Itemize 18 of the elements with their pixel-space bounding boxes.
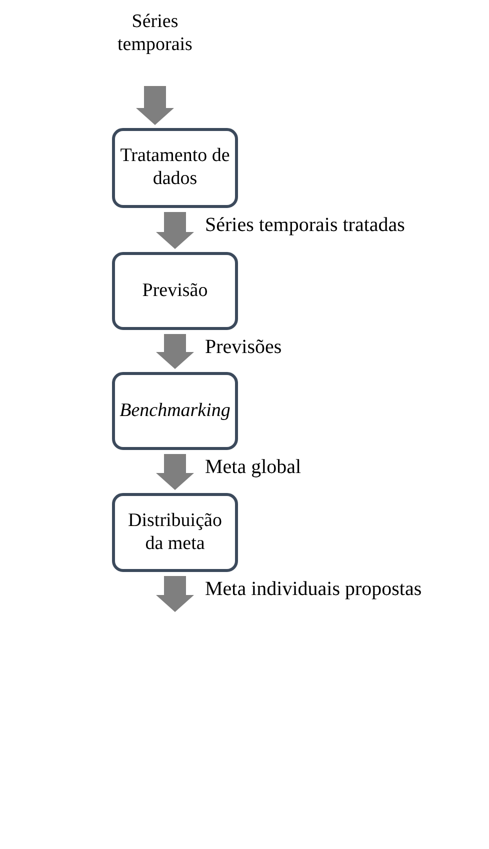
box-label: Benchmarking: [120, 400, 230, 422]
process-box: [112, 493, 238, 572]
edge-label: Previsões: [205, 336, 282, 359]
edge-label: Meta global: [205, 456, 302, 479]
block-arrow: [156, 454, 194, 490]
edge-label: Séries temporais tratadas: [205, 214, 405, 237]
box-label: Previsão: [142, 280, 208, 302]
input-label: Séries temporais: [116, 11, 194, 57]
process-box: [112, 128, 238, 208]
block-arrow: [156, 212, 194, 249]
block-arrow: [136, 86, 174, 125]
block-arrow: [156, 334, 194, 369]
box-label: Tratamento de dados: [119, 145, 231, 191]
box-label: Distribuição da meta: [127, 510, 223, 556]
edge-label: Meta individuais propostas: [205, 578, 422, 601]
block-arrow: [156, 576, 194, 612]
process-box: [112, 372, 238, 450]
process-box: [112, 252, 238, 330]
